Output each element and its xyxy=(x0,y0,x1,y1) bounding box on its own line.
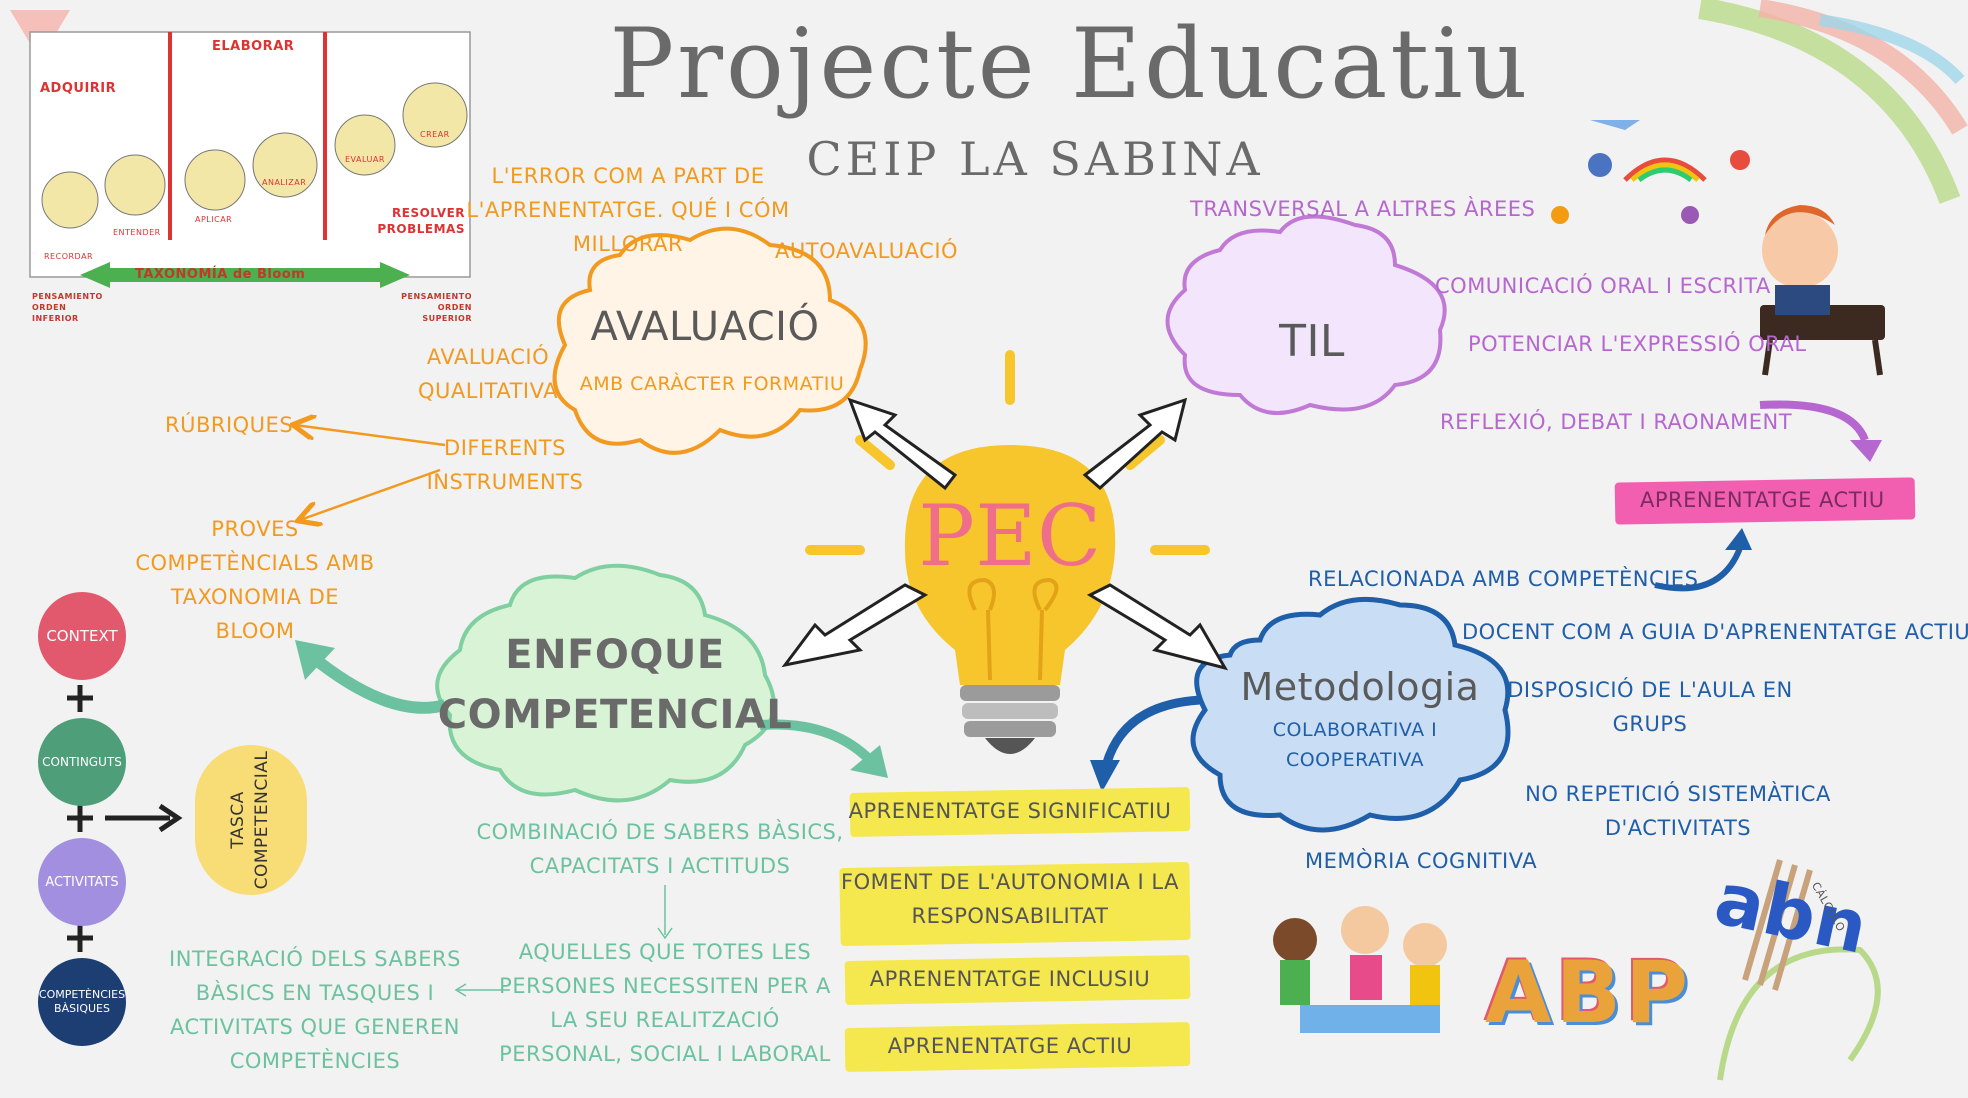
til-comunicacio: COMUNICACIÓ ORAL I ESCRITA xyxy=(1435,274,1771,298)
metodologia-sub-line1: COLABORATIVA I xyxy=(1272,719,1438,741)
aquelles-line3: LA SEU REALITZACIÓ xyxy=(550,1008,780,1032)
center-item-actiu: APRENENTATGE ACTIU xyxy=(887,1034,1133,1058)
arrow-metodologia xyxy=(1100,695,1201,772)
integracio-line3: ACTIVITATS QUE GENEREN xyxy=(170,1015,460,1039)
school-doodles-icon xyxy=(1551,120,1750,224)
center-label: PEC xyxy=(918,487,1102,585)
kids-puzzle-icon xyxy=(1273,906,1447,1033)
child-drawing-icon xyxy=(1760,205,1885,376)
arrow-enfoque-right xyxy=(759,719,874,764)
bloom-level-resolver: RESOLVER PROBLEMAS xyxy=(377,206,465,237)
proves-line3: TAXONOMIA DE xyxy=(170,585,340,609)
aquelles-line2: PERSONES NECESSITEN PER A xyxy=(499,974,831,998)
center-item-inclusiu: APRENENTATGE INCLUSIU xyxy=(869,967,1151,991)
plus-signs xyxy=(67,685,93,952)
abn-swirl xyxy=(1717,946,1881,1081)
rubriques-label: RÚBRIQUES xyxy=(165,413,294,437)
abn-sticks-icon xyxy=(1742,859,1813,991)
page-title: Projecte Educatiu xyxy=(609,8,1531,120)
enfoque-title-line1: ENFOQUE xyxy=(505,632,725,678)
bloom-step-crear: CREAR xyxy=(420,130,450,139)
qualitativa-line1: AVALUACIÓ xyxy=(426,345,550,369)
arrow-to-proves xyxy=(300,468,441,520)
bloom-step-aplicar: APLICAR xyxy=(195,215,233,224)
metodologia-memoria: MEMÒRIA COGNITIVA xyxy=(1305,849,1538,873)
avaluacio-title: AVALUACIÓ xyxy=(590,304,820,350)
enfoque-cloud xyxy=(435,563,776,803)
til-reflexio: REFLEXIÓ, DEBAT I RAONAMENT xyxy=(1440,410,1793,434)
metodologia-docent: DOCENT COM A GUIA D'APRENENTATGE ACTIU xyxy=(1462,620,1968,644)
combinacio-line2: CAPACITATS I ACTITUDS xyxy=(529,854,791,878)
abp-logo: ABP xyxy=(1485,943,1693,1043)
circle-activitats: ACTIVITATS xyxy=(38,838,126,926)
metodologia-disposicio-line1: DISPOSICIÓ DE L'AULA EN xyxy=(1507,678,1793,702)
bloom-right-caption: PENSAMIENTO ORDEN SUPERIOR xyxy=(401,292,472,323)
instruments-line1: DIFERENTS xyxy=(444,436,566,460)
bulb-arrows xyxy=(781,397,1229,671)
bloom-step-analizar: ANALIZAR xyxy=(262,178,307,187)
proves-line1: PROVES xyxy=(211,517,299,541)
aquelles-line4: PERSONAL, SOCIAL I LABORAL xyxy=(499,1042,831,1066)
metodologia-repeticio-line1: NO REPETICIÓ SISTEMÀTICA xyxy=(1525,782,1831,806)
til-transversal: TRANSVERSAL A ALTRES ÀREES xyxy=(1190,197,1536,221)
metodologia-disposicio-line2: GRUPS xyxy=(1612,712,1688,736)
til-title: TIL xyxy=(1279,316,1345,367)
tasca-line2: COMPETENCIAL xyxy=(252,750,272,890)
aquelles-line1: AQUELLES QUE TOTES LES xyxy=(518,940,812,964)
bloom-step-entender: ENTENDER xyxy=(113,228,161,237)
tasca-line1: TASCA xyxy=(228,791,249,849)
center-item-significatiu: APRENENTATGE SIGNIFICATIU xyxy=(848,799,1172,823)
tasca-pill xyxy=(195,745,307,895)
bloom-arrow-label: TAXONOMÍA de Bloom xyxy=(135,267,306,282)
circle-context: CONTEXT xyxy=(38,592,126,680)
til-potenciar: POTENCIAR L'EXPRESSIÓ ORAL xyxy=(1468,332,1807,356)
arrow-relacionada xyxy=(1654,546,1743,592)
qualitativa-line2: QUALITATIVA xyxy=(417,379,559,403)
metodologia-repeticio-line2: D'ACTIVITATS xyxy=(1604,816,1752,840)
enfoque-title-line2: COMPETENCIAL xyxy=(437,692,793,738)
arrow-til xyxy=(1759,400,1869,442)
avaluacio-sub: AMB CARÀCTER FORMATIU xyxy=(579,373,845,395)
til-cloud xyxy=(1165,214,1447,415)
avaluacio-error-line3: MILLORAR xyxy=(572,232,684,256)
tasca-label: TASCA COMPETENCIAL xyxy=(227,751,275,890)
bloom-step-evaluar: EVALUAR xyxy=(345,155,385,164)
bloom-left-caption: PENSAMIENTO ORDEN INFERIOR xyxy=(32,292,103,323)
metodologia-title: Metodologia xyxy=(1240,665,1480,709)
lightbulb-icon xyxy=(805,350,1210,754)
combinacio-line1: COMBINACIÓ DE SABERS BÀSICS, xyxy=(476,820,844,844)
avaluacio-cloud xyxy=(552,226,868,455)
proves-line2: COMPETÈNCIALS AMB xyxy=(135,551,375,575)
til-aprenentatge-actiu: APRENENTATGE ACTIU xyxy=(1640,488,1885,512)
center-item-autonomia-line2: RESPONSABILITAT xyxy=(911,904,1109,928)
integracio-line2: BÀSICS EN TASQUES I xyxy=(195,981,435,1005)
bloom-level-adquirir: ADQUIRIR xyxy=(40,81,117,96)
bloom-taxonomy-image xyxy=(29,31,471,288)
center-item-autonomia-line1: FOMENT DE L'AUTONOMIA I LA xyxy=(841,870,1179,894)
page-subtitle: CEIP LA SABINA xyxy=(806,132,1264,186)
autoavaluacio-label: AUTOAVALUACIÓ xyxy=(775,239,959,263)
proves-line4: BLOOM xyxy=(215,619,295,643)
bloom-level-elaborar: ELABORAR xyxy=(212,39,295,54)
integracio-line4: COMPETÈNCIES xyxy=(229,1049,401,1073)
rainbow-decoration xyxy=(1698,0,1968,204)
avaluacio-error-line2: L'APRENENTATGE. QUÉ I CÓM xyxy=(466,198,790,222)
metodologia-cloud xyxy=(1190,596,1511,833)
metodologia-sub-line2: COOPERATIVA xyxy=(1285,749,1425,771)
bloom-step-recordar: RECORDAR xyxy=(44,252,94,261)
circle-continguts: CONTINGUTS xyxy=(38,718,126,806)
arrow-enfoque-left xyxy=(306,650,447,714)
integracio-line1: INTEGRACIÓ DELS SABERS xyxy=(169,947,461,971)
arrow-to-rubriques xyxy=(295,425,446,447)
metodologia-relacionada: RELACIONADA AMB COMPETÈNCIES xyxy=(1308,567,1699,591)
instruments-line2: INSTRUMENTS xyxy=(426,470,584,494)
avaluacio-error-line1: L'ERROR COM A PART DE xyxy=(491,164,765,188)
circle-competencies: COMPETÈNCIES BÀSIQUES xyxy=(38,958,126,1046)
